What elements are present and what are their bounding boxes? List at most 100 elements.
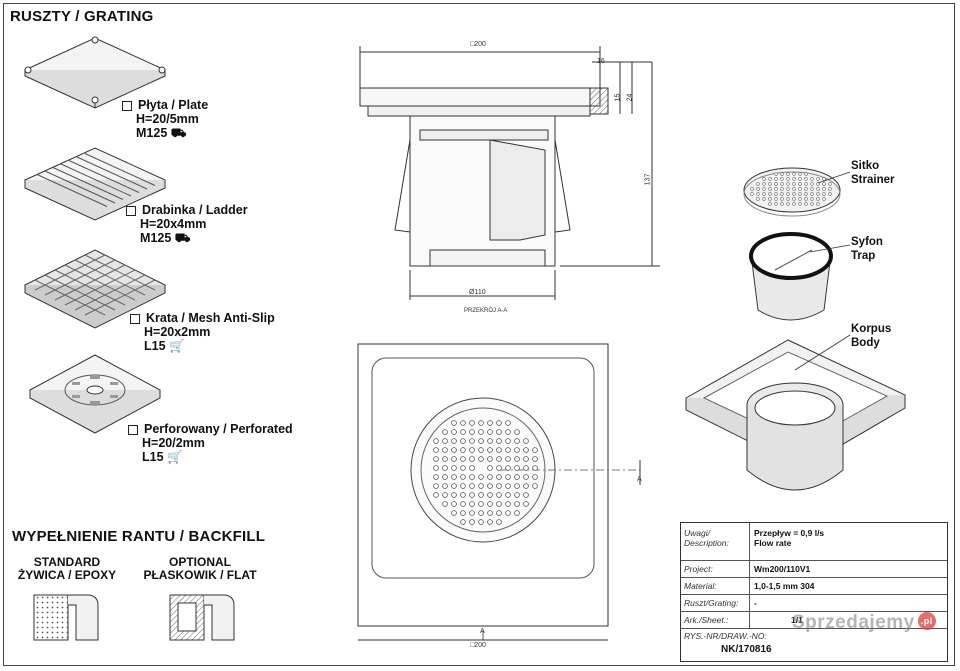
strainer-hole [496, 501, 502, 507]
row-value: 1/1 [791, 615, 803, 625]
strainer-hole [487, 501, 493, 507]
body-illustration [684, 339, 907, 491]
strainer-hole [460, 501, 466, 507]
strainer-hole [469, 483, 475, 489]
strainer-part-hole [768, 187, 772, 191]
strainer-hole [478, 510, 484, 516]
strainer-hole [460, 465, 466, 471]
strainer-hole [505, 456, 511, 462]
watermark: Sprzedajemy.pl [792, 612, 936, 634]
plate-checkbox[interactable] [122, 100, 132, 111]
strainer-hole [532, 483, 538, 489]
strainer-part-hole [780, 202, 784, 206]
strainer-hole [442, 501, 448, 507]
strainer-hole [514, 510, 520, 516]
strainer-hole [532, 474, 538, 480]
strainer-hole [469, 429, 475, 435]
strainer-part-hole [774, 177, 778, 181]
strainer-hole [451, 501, 457, 507]
strainer-hole [478, 474, 484, 480]
strainer-part-hole [786, 192, 790, 196]
watermark-text: Sprzedajemy [792, 612, 915, 633]
strainer-part-hole [810, 197, 814, 201]
trap-label-en: Trap [851, 250, 876, 262]
strainer-part-hole [816, 197, 820, 201]
strainer-part-hole [786, 197, 790, 201]
strainer-hole [451, 483, 457, 489]
grating-name: Drabinka / Ladder [142, 203, 248, 217]
strainer-hole [469, 510, 475, 516]
strainer-part-hole [774, 192, 778, 196]
strainer-hole [433, 447, 439, 453]
strainer-hole [478, 519, 484, 525]
strainer-part-hole [768, 202, 772, 206]
strainer-part-hole [786, 187, 790, 191]
row-value: 1,0-1,5 mm 304 [754, 581, 815, 591]
strainer-part-hole [792, 192, 796, 196]
row-value: - [754, 598, 757, 608]
ladder-checkbox[interactable] [126, 205, 136, 216]
drawing-frame [3, 3, 955, 666]
grating-height: H=20/5mm [136, 112, 199, 126]
load-class: L15 [144, 339, 166, 353]
strainer-hole [505, 420, 511, 426]
strainer-part-hole [792, 177, 796, 181]
strainer-hole [451, 447, 457, 453]
title-row-material: Material: 1,0-1,5 mm 304 [681, 577, 947, 595]
dim-24: 24 [626, 93, 634, 102]
strainer-part-hole [786, 172, 790, 176]
strainer-hole [451, 429, 457, 435]
strainer-hole [460, 438, 466, 444]
strainer-hole [505, 465, 511, 471]
grating-item-plate: Płyta / Plate H=20/5mm M125 ⛟ [122, 98, 208, 140]
strainer-part-hole [828, 187, 832, 191]
strainer-hole [487, 492, 493, 498]
backfill-title: WYPEŁNIENIE RANTU / BACKFILL [12, 528, 266, 545]
strainer-part-hole [816, 187, 820, 191]
grating-item-mesh: Krata / Mesh Anti-Slip H=20x2mm L15 🛒 [130, 311, 275, 353]
strainer-hole [487, 510, 493, 516]
drawing-number: NK/170816 [721, 644, 772, 655]
strainer-part-hole [792, 202, 796, 206]
strainer-hole [523, 456, 529, 462]
strainer-hole [487, 420, 493, 426]
dim-diameter: Ø110 [469, 289, 486, 296]
row-key: Uwagi/ Description: [684, 528, 729, 548]
strainer-part-hole [780, 182, 784, 186]
perforated-checkbox[interactable] [128, 424, 138, 435]
row-key: Ark./Sheet.: [684, 615, 729, 625]
strainer-part-hole [786, 177, 790, 181]
strainer-hole [460, 474, 466, 480]
strainer-hole [505, 474, 511, 480]
strainer-hole [442, 465, 448, 471]
strainer-hole [496, 429, 502, 435]
strainer-part-hole [756, 197, 760, 201]
strainer-hole [514, 465, 520, 471]
row-key: Ruszt/Grating: [684, 598, 739, 608]
strainer-part-hole [792, 172, 796, 176]
strainer-part-hole [798, 177, 802, 181]
strainer-hole [478, 420, 484, 426]
strainer-part-hole [804, 182, 808, 186]
title-row-sheet: Ark./Sheet.: 1/1 [681, 611, 947, 629]
strainer-part-hole [774, 182, 778, 186]
cart-icon: 🛒 [169, 339, 185, 353]
forklift-icon: ⛟ [170, 126, 187, 140]
strainer-part-hole [810, 202, 814, 206]
strainer-hole [442, 438, 448, 444]
strainer-hole [487, 429, 493, 435]
title-row-grating: Ruszt/Grating: - [681, 594, 947, 612]
grating-item-perforated: Perforowany / Perforated H=20/2mm L15 🛒 [128, 422, 293, 464]
strainer-hole [496, 465, 502, 471]
mesh-checkbox[interactable] [130, 313, 140, 324]
strainer-hole [460, 420, 466, 426]
strainer-hole [478, 429, 484, 435]
strainer-hole [523, 447, 529, 453]
body-label: Korpus Body [851, 322, 891, 350]
backfill-optional-label: OPTIONAL PŁASKOWIK / FLAT [140, 556, 260, 582]
strainer-hole [469, 519, 475, 525]
strainer-hole [532, 447, 538, 453]
title-row-drawing-no: RYS.-NR/DRAW.-NO: [681, 628, 947, 642]
strainer-hole [523, 483, 529, 489]
strainer-part-hole [804, 172, 808, 176]
